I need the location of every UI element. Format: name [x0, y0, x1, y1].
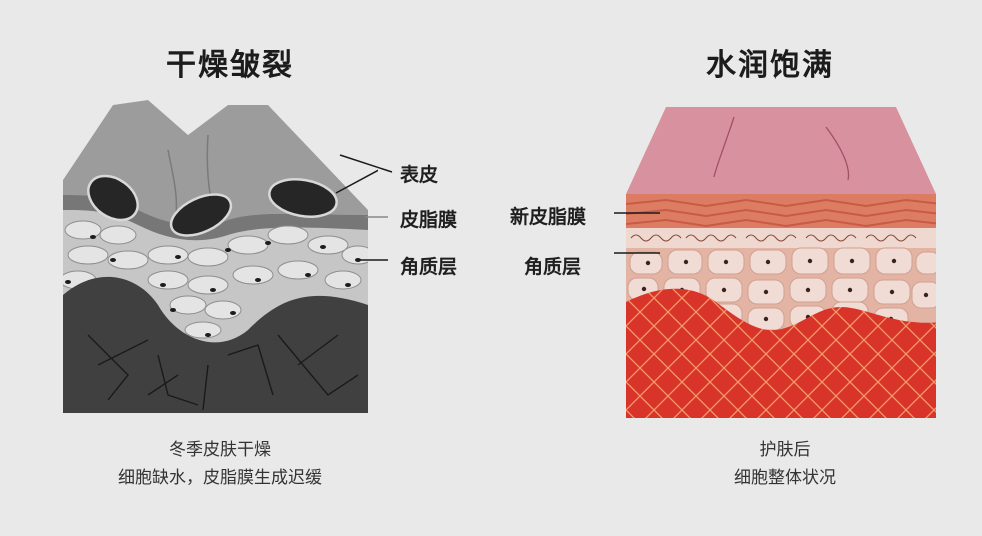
label-epidermis: 表皮: [400, 164, 439, 186]
hydrated-skin-illustration: [626, 102, 942, 420]
hydrated-skin-title: 水润饱满: [706, 48, 834, 83]
label-new-sebum-film: 新皮脂膜: [510, 206, 587, 228]
hydrated-skin-caption-line1: 护肤后: [759, 440, 811, 460]
dry-skin-caption-line2: 细胞缺水，皮脂膜生成迟缓: [118, 468, 322, 488]
hydrated-skin-cross-section-icon: [626, 107, 936, 418]
label-stratum-corneum-left: 角质层: [400, 256, 458, 278]
label-sebum-film: 皮脂膜: [400, 209, 458, 231]
right-pointer-lines: [614, 212, 660, 254]
hydrated-skin-caption-line2: 细胞整体状况: [734, 468, 836, 488]
dry-skin-caption-line1: 冬季皮肤干燥: [169, 440, 271, 460]
hydrated-skin-caption: 护肤后 细胞整体状况: [605, 436, 965, 492]
dry-skin-title: 干燥皱裂: [166, 48, 294, 83]
label-stratum-corneum-right: 角质层: [524, 256, 582, 278]
dry-skin-illustration: [58, 95, 378, 415]
left-pointer-lines: [339, 154, 393, 261]
dry-skin-caption: 冬季皮肤干燥 细胞缺水，皮脂膜生成迟缓: [40, 436, 400, 492]
dry-skin-cross-section-icon: [63, 100, 378, 413]
